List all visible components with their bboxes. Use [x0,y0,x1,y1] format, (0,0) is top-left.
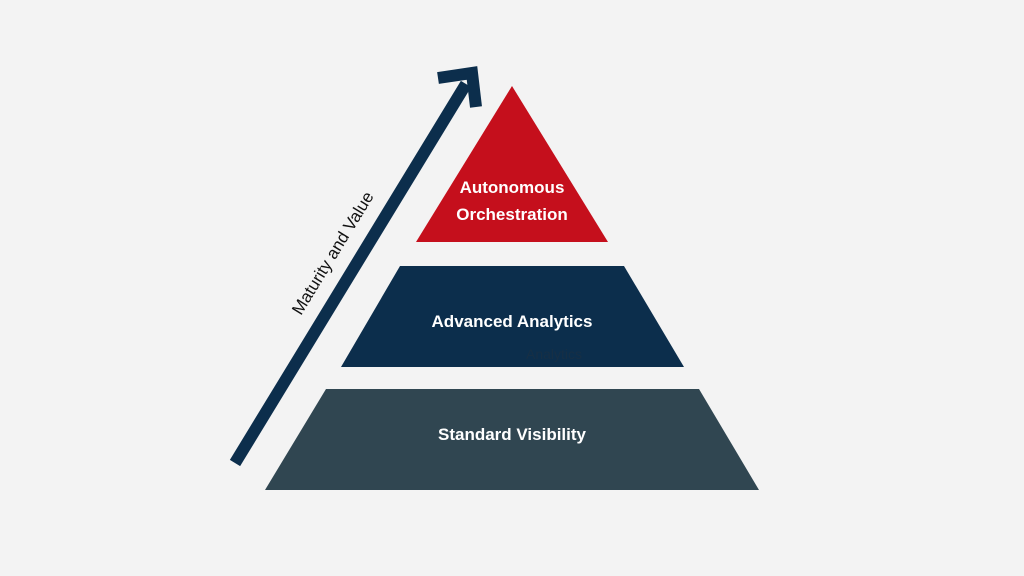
maturity-arrow-shaft [229,80,472,467]
tier-middle-shape [341,266,684,367]
tier-top-label-line2: Orchestration [456,205,567,224]
maturity-arrow-head [437,66,482,108]
tier-top-label-line1: Autonomous [460,178,565,197]
maturity-arrow [229,66,482,467]
tier-middle-ghost-label: Analytics [526,346,582,362]
tier-bottom-label: Standard Visibility [438,425,587,444]
tier-middle-label: Advanced Analytics [432,312,593,331]
tier-bottom-shape [265,389,759,490]
tier-top-shape [416,86,608,242]
